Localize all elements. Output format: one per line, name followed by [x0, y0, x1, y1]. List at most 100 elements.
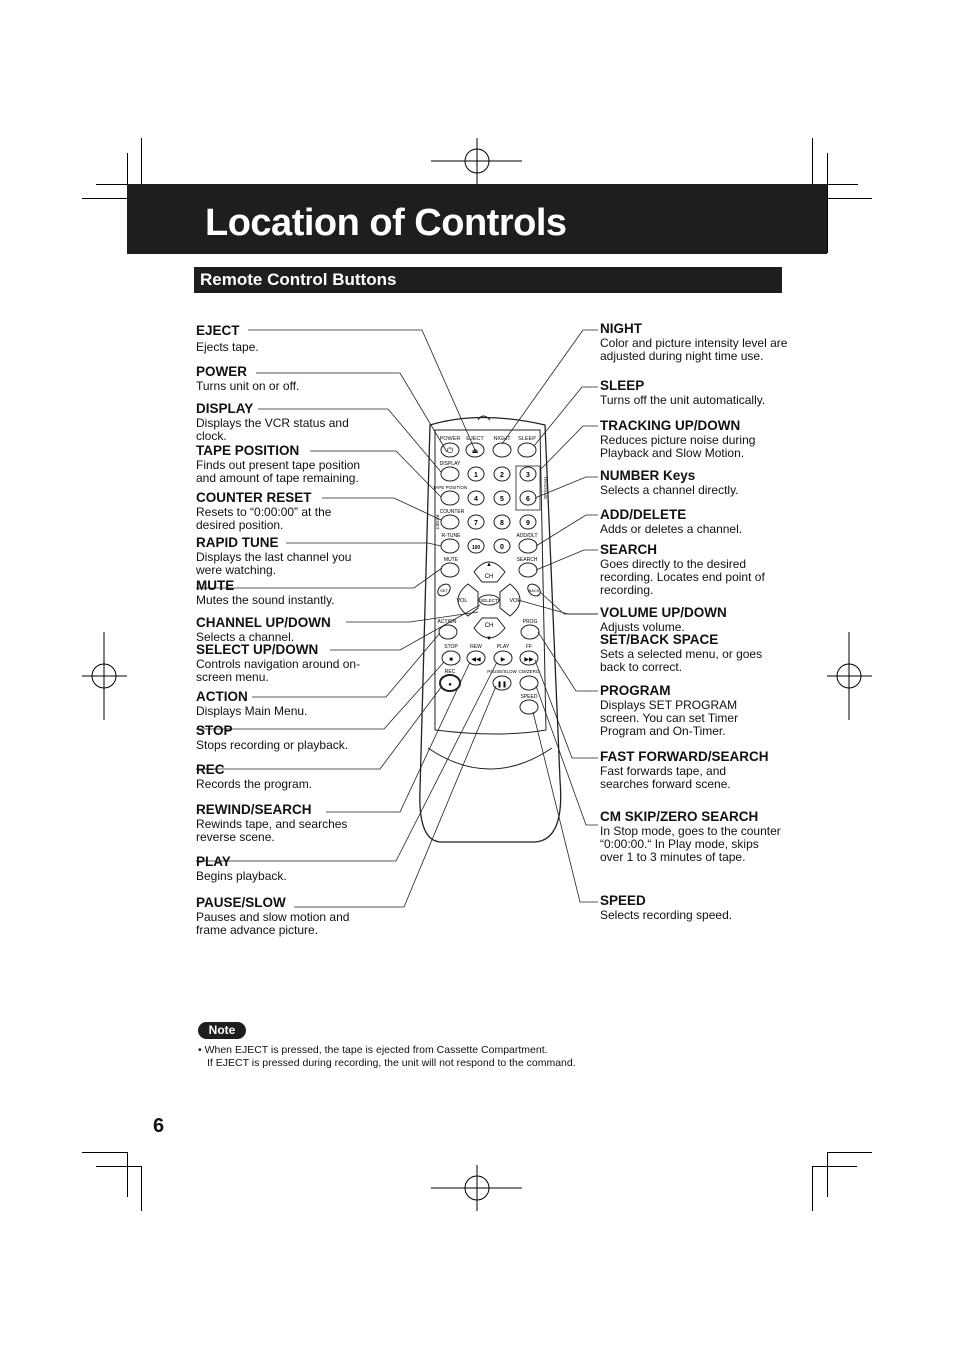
volume-down-button[interactable]	[457, 583, 479, 617]
label-desc: Adds or deletes a channel.	[600, 522, 743, 536]
set-button[interactable]	[435, 582, 452, 599]
number-key-4[interactable]	[467, 490, 485, 506]
label-desc: Controls navigation around on-screen men…	[196, 657, 361, 684]
label-desc: Turns unit on or off.	[196, 379, 300, 393]
label-cm-skip: CM SKIP/ZERO SEARCH In Stop mode, goes t…	[600, 809, 785, 864]
remote-label-mute: MUTE	[444, 557, 459, 563]
title-bar: Location of Controls	[127, 184, 827, 254]
label-mute: MUTE Mutes the sound instantly.	[196, 578, 386, 607]
record-icon: ●	[448, 682, 452, 688]
number-key-2[interactable]	[493, 466, 511, 482]
label-desc: Displays Main Menu.	[196, 704, 308, 718]
remote-label-counter: COUNTER	[440, 509, 465, 515]
label-select-up-down: SELECT UP/DOWN Controls navigation aroun…	[196, 642, 366, 684]
remote-label-power: POWER	[440, 436, 461, 442]
label-number-keys: NUMBER Keys Selects a channel directly.	[600, 468, 790, 497]
mute-button[interactable]	[440, 562, 460, 578]
label-title: ADD/DELETE	[600, 507, 687, 522]
remote-label-vol-up: VOL	[509, 598, 520, 604]
label-title: CHANNEL UP/DOWN	[196, 615, 331, 630]
label-title: PROGRAM	[600, 683, 671, 698]
select-button[interactable]	[478, 594, 500, 606]
volume-up-button[interactable]	[499, 583, 521, 617]
page-title: Location of Controls	[205, 202, 567, 244]
power-icon: ⏻	[447, 446, 454, 455]
label-title: STOP	[196, 723, 233, 738]
label-title: COUNTER RESET	[196, 490, 312, 505]
stop-icon: ■	[449, 657, 453, 663]
label-desc: Ejects tape.	[196, 340, 259, 354]
display-button[interactable]	[440, 466, 460, 482]
label-desc: Displays SET PROGRAM screen. You can set…	[600, 698, 739, 738]
stop-button[interactable]	[441, 650, 461, 666]
note-text: • When EJECT is pressed, the tape is eje…	[198, 1044, 576, 1070]
label-tracking: TRACKING UP/DOWN Reduces picture noise d…	[600, 418, 780, 460]
label-title: PLAY	[196, 854, 231, 869]
remote-label-pause-slow: PAUSE/SLOW	[487, 669, 517, 674]
remote-label-vol-down: VOL	[456, 598, 467, 604]
cm-skip-button[interactable]	[519, 675, 539, 691]
label-title: DISPLAY	[196, 401, 254, 416]
counter-reset-button[interactable]	[440, 514, 460, 530]
number-key-5[interactable]	[493, 490, 511, 506]
label-channel-up-down: CHANNEL UP/DOWN Selects a channel.	[196, 615, 386, 644]
chevron-up-icon: ▲	[486, 562, 492, 568]
label-desc: Selects a channel directly.	[600, 483, 739, 497]
remote-label-tape-position: TAPE POSITION	[433, 485, 467, 490]
remote-label-reset: RESET	[435, 514, 440, 529]
note-badge: Note	[198, 1022, 246, 1039]
section-header: Remote Control Buttons	[194, 267, 782, 293]
key-label: 3	[526, 472, 530, 479]
play-button[interactable]	[493, 650, 513, 666]
label-eject: EJECT Ejects tape.	[196, 323, 386, 354]
label-desc: Turns off the unit automatically.	[600, 393, 766, 407]
power-button[interactable]	[440, 442, 460, 458]
pause-slow-button[interactable]	[492, 675, 512, 691]
remote-label-r-tune: R-TUNE	[442, 533, 462, 539]
number-key-8[interactable]	[493, 514, 511, 530]
remote-label-back: BACK	[529, 588, 540, 593]
number-key-1[interactable]	[467, 466, 485, 482]
remote-label-rec: REC	[445, 669, 456, 675]
tracking-frame	[515, 465, 541, 511]
number-key-100[interactable]	[467, 538, 485, 554]
label-title: REWIND/SEARCH	[196, 802, 312, 817]
rewind-button[interactable]	[466, 650, 486, 666]
section-title: Remote Control Buttons	[200, 270, 397, 289]
channel-up-button[interactable]	[473, 561, 506, 583]
add-delete-button[interactable]	[518, 538, 538, 554]
remote-label-sleep: SLEEP	[518, 436, 536, 442]
label-title: EJECT	[196, 323, 240, 338]
key-label: 7	[474, 520, 478, 527]
number-key-0[interactable]	[493, 538, 511, 554]
night-button[interactable]	[492, 442, 512, 458]
number-key-3[interactable]	[519, 466, 537, 482]
sleep-button[interactable]	[517, 442, 537, 458]
program-button[interactable]	[520, 624, 540, 640]
remote-label-add-dlt: ADD/DLT	[516, 533, 537, 539]
label-title: NUMBER Keys	[600, 468, 696, 483]
remote-label-eject: EJECT	[466, 436, 484, 442]
tape-position-button[interactable]	[440, 490, 460, 506]
back-space-button[interactable]	[525, 582, 542, 599]
note-line-2: If EJECT is pressed during recording, th…	[207, 1057, 576, 1069]
fast-forward-button[interactable]	[519, 650, 539, 666]
remote-label-play: PLAY	[497, 644, 510, 650]
label-desc: In Stop mode, goes to the counter “0:00:…	[600, 824, 781, 864]
number-key-7[interactable]	[467, 514, 485, 530]
action-button[interactable]	[438, 624, 458, 640]
label-pause-slow: PAUSE/SLOW Pauses and slow motion and fr…	[196, 895, 366, 937]
label-desc: Rewinds tape, and searches reverse scene…	[196, 817, 348, 844]
label-sleep: SLEEP Turns off the unit automatically.	[600, 378, 790, 407]
label-desc: Sets a selected menu, or goes back to co…	[600, 647, 763, 674]
label-title: SEARCH	[600, 542, 658, 557]
label-rewind-search: REWIND/SEARCH Rewinds tape, and searches…	[196, 802, 371, 844]
key-label: 5	[500, 496, 504, 503]
number-key-9[interactable]	[519, 514, 537, 530]
label-title: POWER	[196, 364, 248, 379]
label-title: TRACKING UP/DOWN	[600, 418, 741, 433]
label-volume-up-down: VOLUME UP/DOWN Adjusts volume.	[600, 605, 790, 634]
channel-down-button[interactable]	[473, 617, 506, 639]
speed-button[interactable]	[519, 699, 539, 715]
